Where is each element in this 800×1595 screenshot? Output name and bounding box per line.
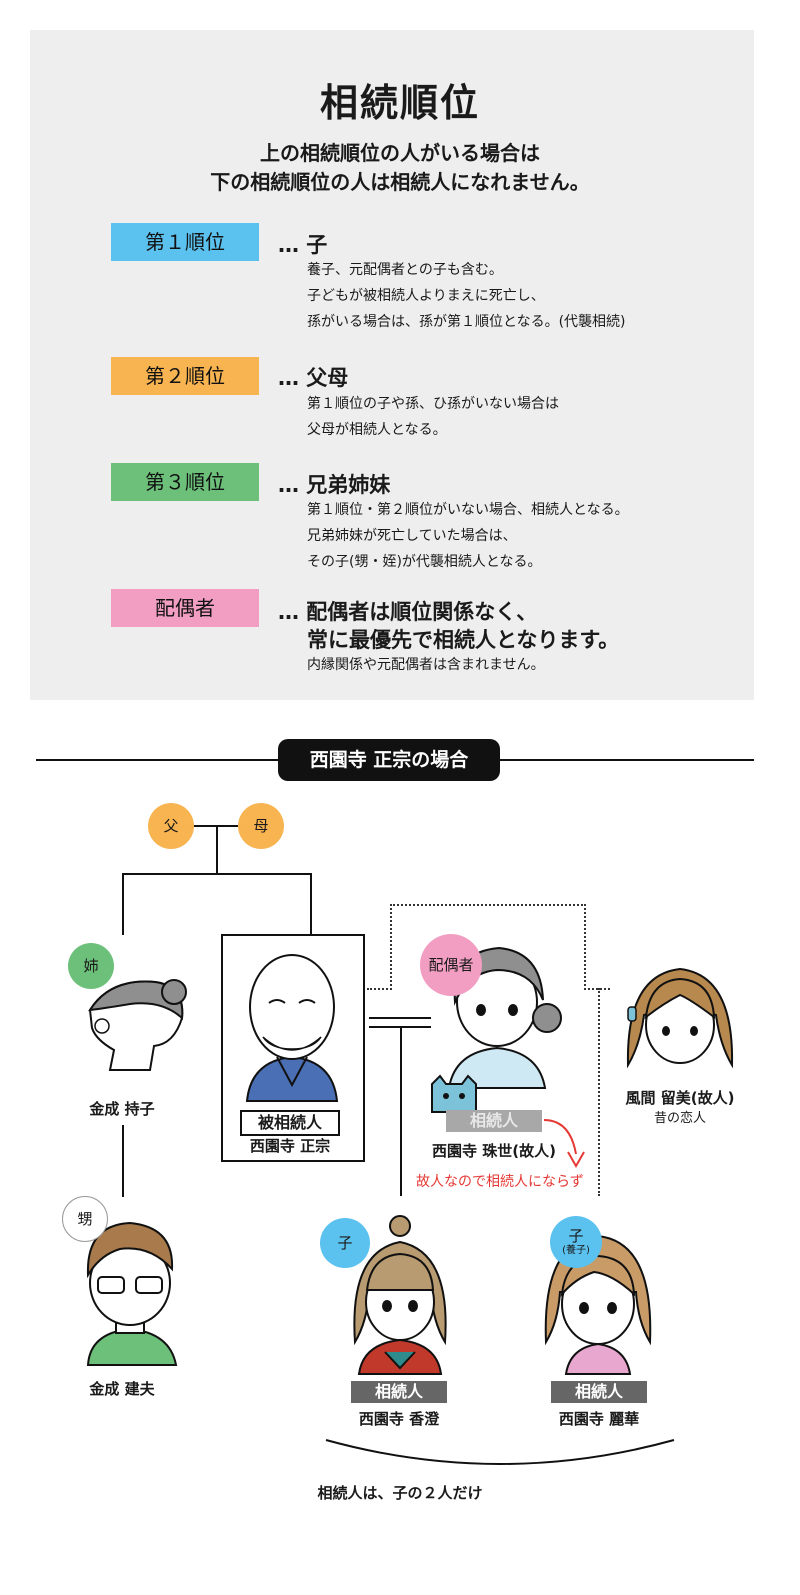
spouse-not-heir-note: 故人なので相続人にならず [416,1171,584,1191]
rank-1-badge: 第１順位 [111,223,259,261]
main-drop [310,873,312,934]
child2-sublabel: (養子) [562,1245,590,1256]
child2-name: 西園寺 麗華 [539,1408,659,1429]
siblings-bar [122,873,312,875]
sister-label: 姉 [83,958,98,975]
child1-label: 子 [337,1235,352,1252]
spouse-heir-tag: 相続人 [446,1110,542,1132]
heirs-summary: 相続人は、子の２人だけ [0,1482,800,1503]
rank-2-note-2: 父母が相続人となる。 [307,417,447,443]
lover-illustration [620,945,740,1095]
lover-dotted-stub-right [584,988,610,990]
children-drop [400,1026,402,1196]
spouse-badge: 配偶者 [111,589,259,627]
child2-badge: 子 (養子) [550,1216,602,1268]
adopted-dotted-drop [598,988,600,1196]
section-title: 西園寺 正宗の場合 [278,739,500,781]
spouse-heading-2: 常に最優先で相続人となります。 [307,624,619,654]
cat-illustration [428,1074,480,1114]
spouse-heading-1: … 配偶者は順位関係なく、 [278,596,537,626]
subtitle-line-1: 上の相続順位の人がいる場合は [0,137,800,166]
mother-badge: 母 [238,803,284,849]
subtitle-line-2: 下の相続順位の人は相続人になれません。 [0,166,800,195]
red-arrow-icon [540,1114,590,1172]
rank-3-heading: … 兄弟姉妹 [278,469,390,499]
decedent-illustration [233,945,351,1103]
rank-1-heading: … 子 [278,229,327,259]
sister-name: 金成 持子 [62,1098,182,1119]
rank-3-note-1: 第１順位・第２順位がいない場合、相続人となる。 [307,497,629,523]
nephew-name: 金成 建夫 [62,1378,182,1399]
rank-1-note-1: 養子、元配偶者との子も含む。 [307,257,503,283]
lover-dotted-stub [367,988,392,990]
parents-link [192,825,238,827]
sister-drop [122,873,124,935]
child2-label: 子 [568,1228,583,1245]
lover-subtitle: 昔の恋人 [610,1107,750,1126]
decedent-name: 西園寺 正宗 [230,1135,350,1156]
child1-badge: 子 [320,1218,370,1268]
nephew-badge: 甥 [62,1196,108,1242]
rank-3-badge: 第３順位 [111,463,259,501]
spouse-note-1: 内縁関係や元配偶者は含まれません。 [307,652,545,678]
child1-name: 西園寺 香澄 [339,1408,459,1429]
spouse-role-badge: 配偶者 [420,934,482,996]
rank-3-note-2: 兄弟姉妹が死亡していた場合は、 [307,523,517,549]
lover-dotted-left [390,904,392,990]
decedent-tag: 被相続人 [240,1110,340,1136]
father-label: 父 [163,818,178,835]
marriage-line-top [369,1017,431,1019]
rank-2-heading: … 父母 [278,362,348,392]
spouse-label: 配偶者 [428,957,473,974]
page-title: 相続順位 [0,72,800,127]
mother-label: 母 [253,818,268,835]
child2-heir-tag: 相続人 [551,1381,647,1403]
rank-2-badge: 第２順位 [111,357,259,395]
rank-2-note-1: 第１順位の子や孫、ひ孫がいない場合は [307,391,559,417]
nephew-label: 甥 [77,1211,92,1228]
sister-badge: 姉 [68,943,114,989]
rank-3-note-3: その子(甥・姪)が代襲相続人となる。 [307,549,542,575]
child1-heir-tag: 相続人 [351,1381,447,1403]
lover-dotted-top [390,904,586,906]
lover-dotted-right [584,904,586,990]
rank-1-note-3: 孫がいる場合は、孫が第１順位となる。(代襲相続) [307,309,626,335]
heirs-brace [320,1436,680,1476]
father-badge: 父 [148,803,194,849]
parents-drop [216,825,218,873]
rank-1-note-2: 子どもが被相続人よりまえに死亡し、 [307,283,545,309]
lover-name: 風間 留美(故人) [610,1087,750,1108]
sister-nephew-link [122,1125,124,1197]
